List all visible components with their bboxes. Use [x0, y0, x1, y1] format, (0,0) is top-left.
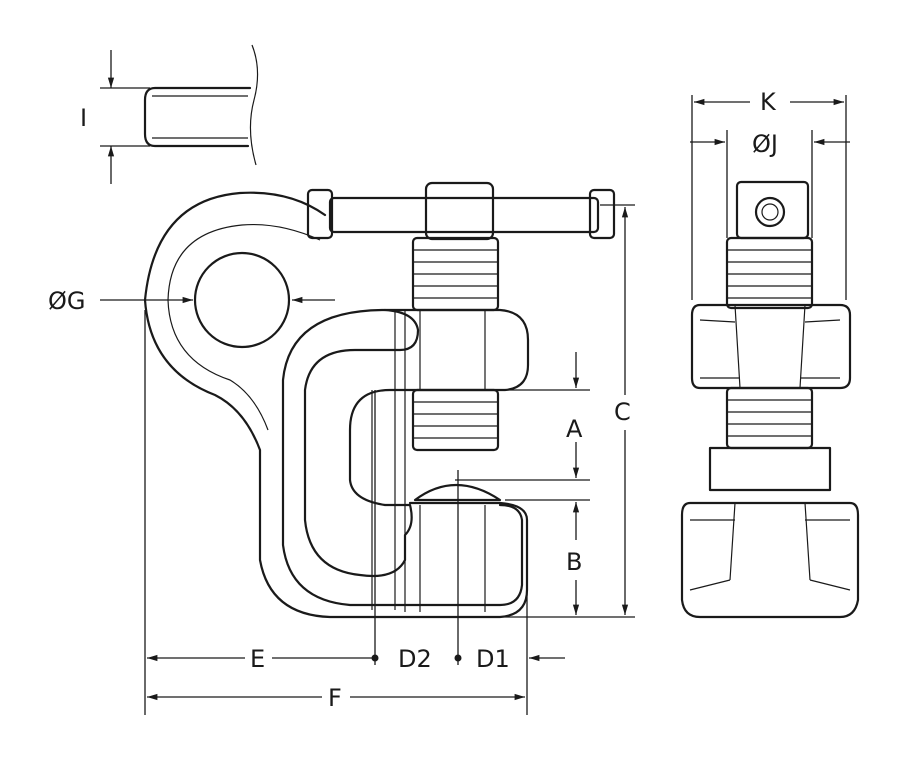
clamp-front-view	[143, 181, 616, 619]
dimension-label-e: E	[250, 645, 265, 673]
dimension-label-d1: D1	[476, 645, 510, 673]
dimension-label-j: ØJ	[752, 130, 778, 158]
clamp-side-view	[680, 180, 860, 619]
dimensions: K ØJ ØG C A B	[48, 88, 850, 715]
dimension-label-k: K	[760, 88, 777, 116]
dimension-label-i: I	[80, 104, 87, 132]
dimension-label-f: F	[328, 684, 342, 712]
dimension-label-c: C	[614, 398, 631, 426]
dimension-label-d2: D2	[398, 645, 432, 673]
dimension-label-b: B	[566, 548, 582, 576]
dimension-label-a: A	[566, 415, 583, 443]
handle-detail-view: I	[80, 44, 259, 184]
dimension-label-g: ØG	[48, 287, 86, 315]
